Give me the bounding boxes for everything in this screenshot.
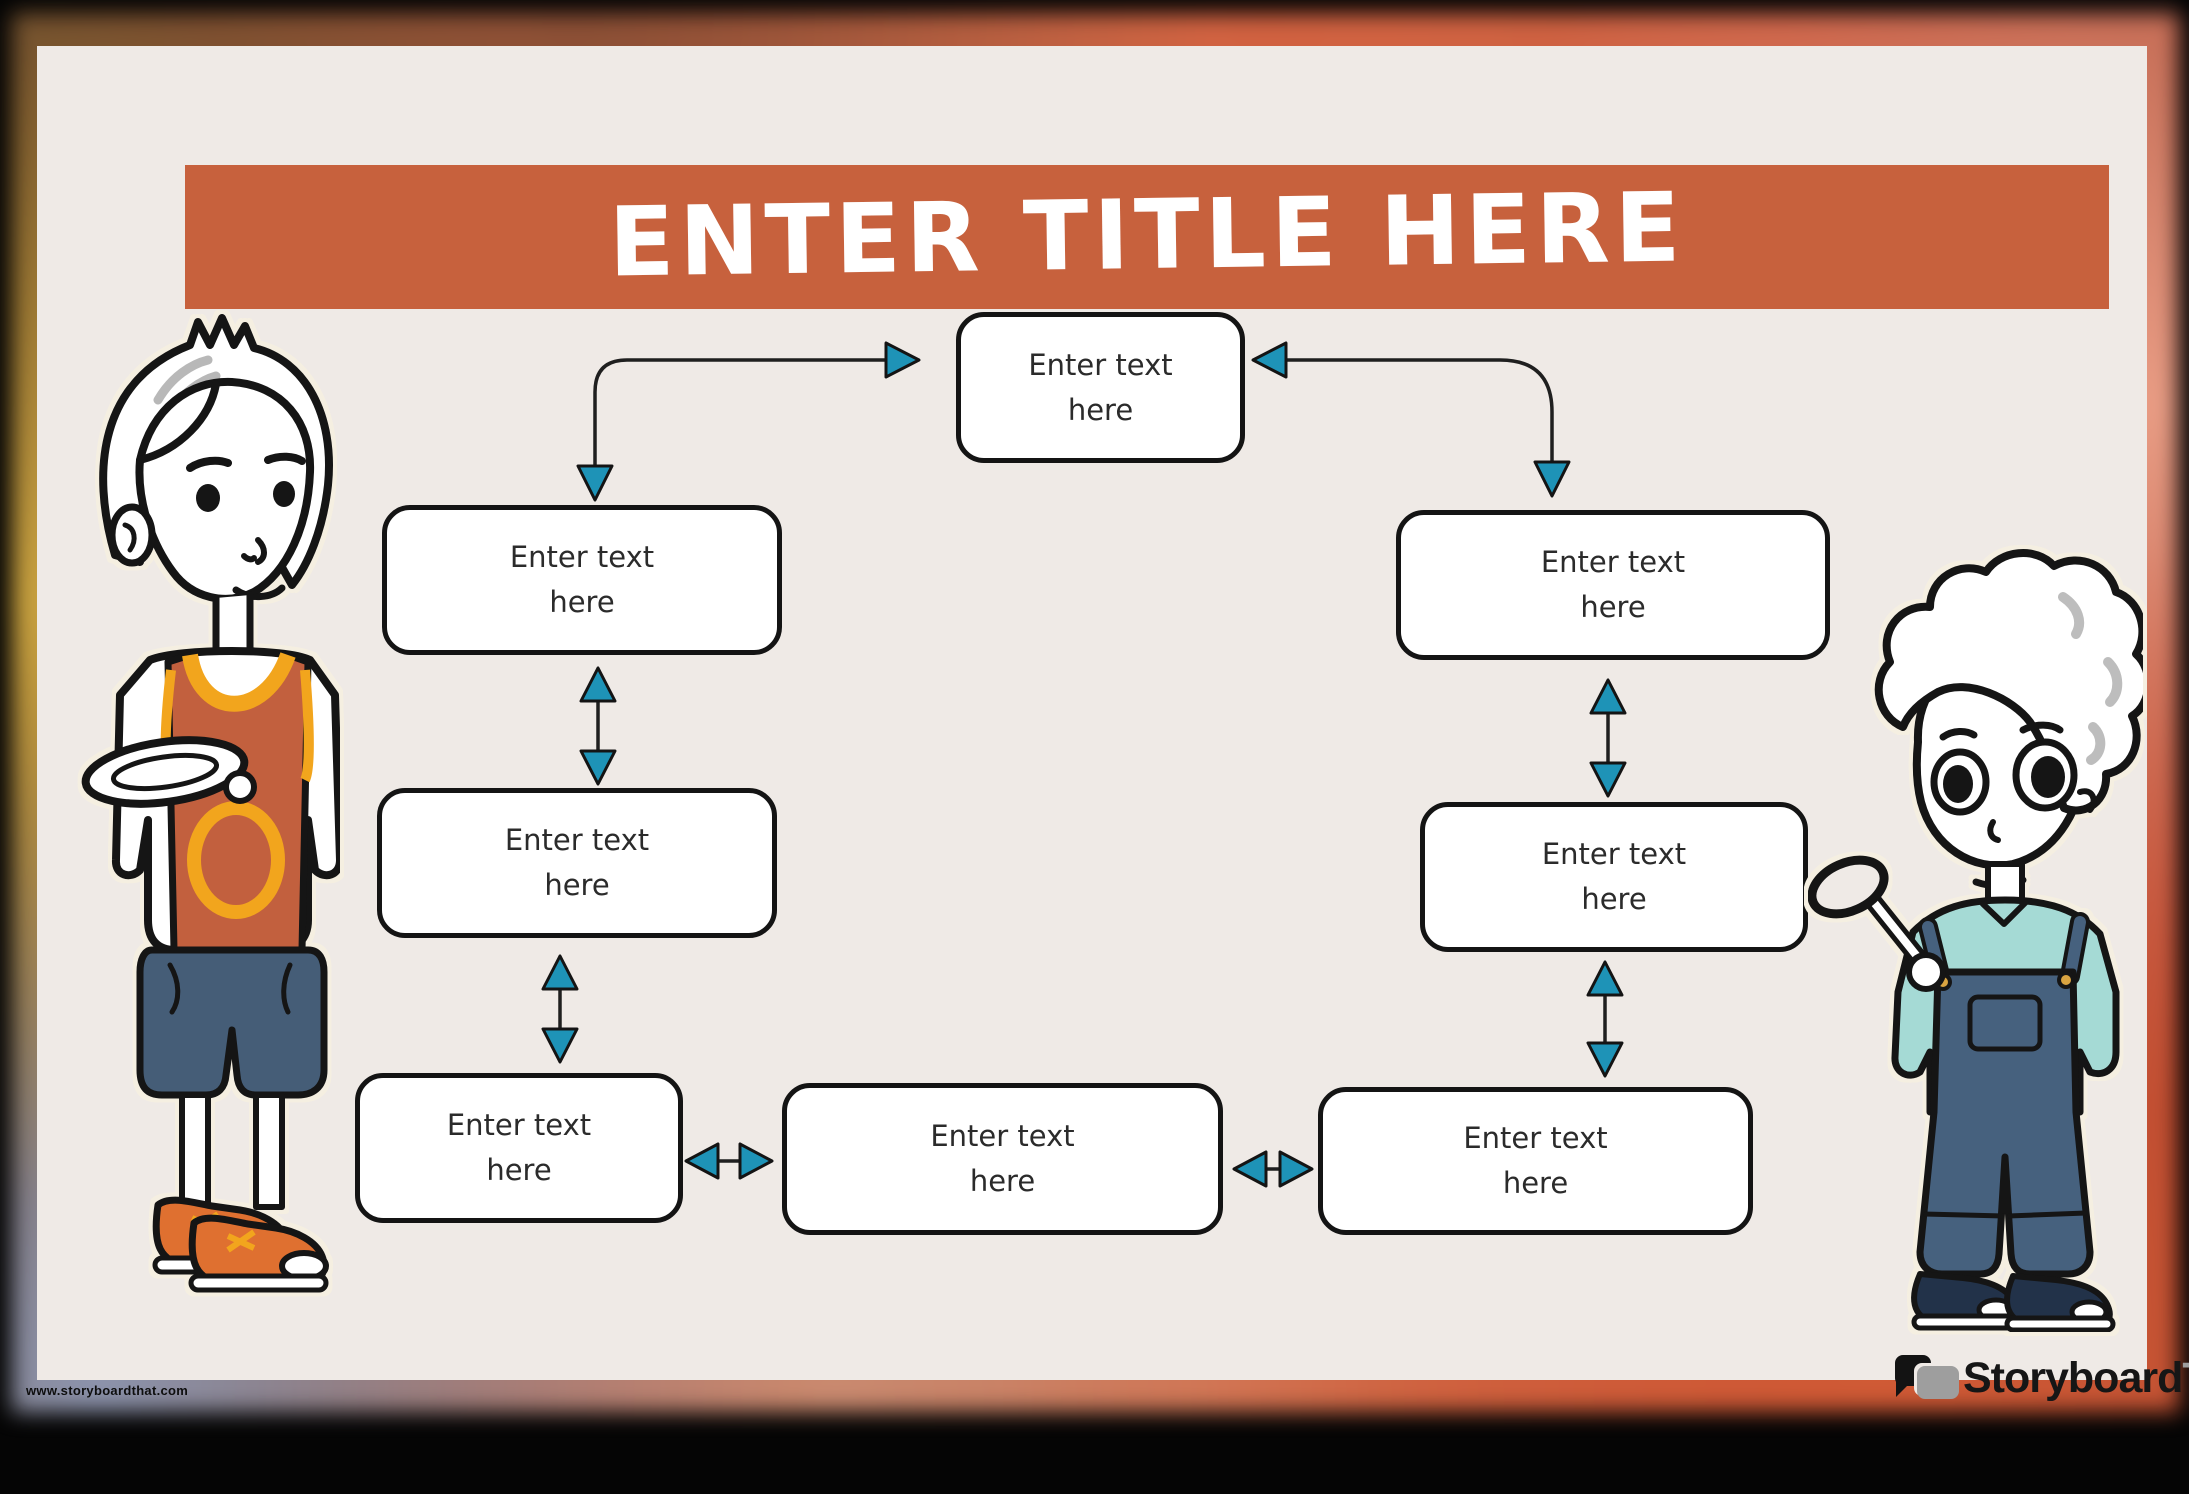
right-boy-hair bbox=[1874, 549, 2143, 815]
arrowhead-left-into-top bbox=[1251, 341, 1288, 379]
flow-node-right-2[interactable]: Enter text here bbox=[1420, 802, 1808, 952]
arrowhead-down-into-right3 bbox=[1586, 1041, 1624, 1078]
right-boy-overalls bbox=[1916, 912, 2094, 1278]
arrowhead-down-into-left3 bbox=[541, 1027, 579, 1064]
left-boy-nose bbox=[241, 537, 267, 565]
connector-top-right1 bbox=[1260, 358, 1554, 492]
right-boy-nose bbox=[1987, 819, 2001, 843]
arrowhead-right-into-top bbox=[884, 341, 921, 379]
right-boy-shoes bbox=[1911, 1271, 2116, 1332]
flow-node-left-2[interactable]: Enter text here bbox=[377, 788, 777, 938]
flow-node-label: Enter text here bbox=[446, 1108, 592, 1187]
arrowhead-right-into-bottom bbox=[738, 1142, 774, 1180]
right-boy-character bbox=[1808, 549, 2143, 1332]
logo-text-secondary: That bbox=[2182, 1354, 2189, 1402]
flow-node-left-3[interactable]: Enter text here bbox=[355, 1073, 683, 1223]
arrowhead-up-into-left1 bbox=[579, 666, 617, 703]
arrowhead-up-into-right1 bbox=[1589, 678, 1627, 715]
storyboardthat-logo-icon-overlay bbox=[1917, 1366, 1959, 1399]
plate bbox=[81, 736, 249, 808]
flow-node-top-center[interactable]: Enter text here bbox=[956, 312, 1245, 463]
left-boy-fringe bbox=[136, 380, 220, 464]
flow-node-label: Enter text here bbox=[1463, 1121, 1608, 1200]
flow-node-label: Enter text here bbox=[930, 1119, 1075, 1198]
arrowhead-up-into-right2 bbox=[1586, 960, 1624, 997]
right-boy-eyes bbox=[1930, 721, 2078, 816]
arrowhead-down-into-left2 bbox=[579, 749, 617, 786]
left-boy-mouth bbox=[232, 584, 286, 600]
right-boy-collar bbox=[1980, 899, 2029, 927]
arrowhead-up-into-left2 bbox=[541, 954, 579, 991]
flow-node-label: Enter text here bbox=[504, 823, 650, 902]
left-boy-legs bbox=[179, 1092, 285, 1213]
arrowhead-left-into-bottom bbox=[1232, 1150, 1268, 1188]
flow-node-right-3[interactable]: Enter text here bbox=[1318, 1087, 1753, 1235]
arrowhead-right-into-right3 bbox=[1278, 1150, 1314, 1188]
storyboardthat-logo: StoryboardThat bbox=[1963, 1357, 2189, 1400]
magnifying-glass-icon bbox=[1808, 855, 1946, 992]
flow-node-label: Enter text here bbox=[1028, 347, 1173, 427]
left-boy-shoes bbox=[152, 1196, 329, 1293]
flow-node-label: Enter text here bbox=[509, 540, 655, 619]
left-boy-eyes bbox=[186, 452, 306, 512]
flow-node-label: Enter text here bbox=[1541, 837, 1687, 916]
title-banner: ENTER TITLE HERE bbox=[185, 165, 2109, 309]
left-boy-character bbox=[81, 314, 340, 1293]
flow-node-label: Enter text here bbox=[1540, 545, 1686, 624]
arrowhead-left-into-left3 bbox=[684, 1142, 720, 1180]
flow-node-left-1[interactable]: Enter text here bbox=[382, 505, 782, 655]
poster-title[interactable]: ENTER TITLE HERE bbox=[607, 171, 1687, 299]
arrowhead-down-into-right2 bbox=[1589, 761, 1627, 798]
left-boy-shorts bbox=[136, 946, 328, 1099]
site-url: www.storyboardthat.com bbox=[26, 1383, 189, 1398]
right-boy-hand bbox=[1906, 952, 1946, 992]
left-boy-hand bbox=[223, 770, 257, 804]
arrowhead-down-into-left1 bbox=[576, 464, 614, 502]
connector-top-left1 bbox=[593, 358, 908, 496]
left-boy-neck bbox=[212, 591, 254, 656]
arrowhead-down-into-right1 bbox=[1533, 460, 1571, 498]
flow-node-right-1[interactable]: Enter text here bbox=[1396, 510, 1830, 660]
right-boy-ear bbox=[2077, 788, 2097, 813]
flow-node-bottom-center[interactable]: Enter text here bbox=[782, 1083, 1223, 1235]
logo-text-primary: Storyboard bbox=[1963, 1354, 2183, 1402]
left-boy-ear bbox=[108, 503, 156, 567]
